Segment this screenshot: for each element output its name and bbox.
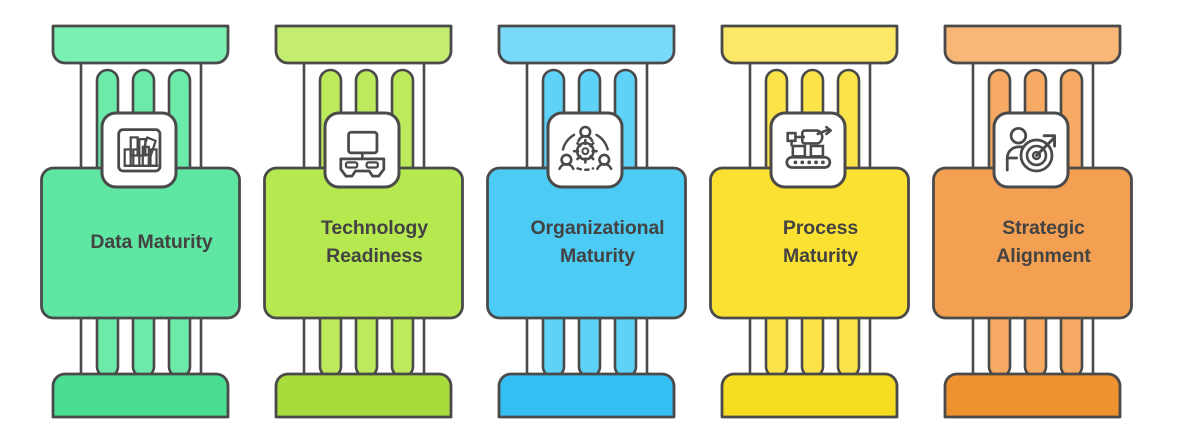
pillar-cap-top [943, 24, 1122, 65]
bookshelf-icon [117, 128, 162, 173]
bookshelf-icon-badge [100, 111, 178, 189]
pillar-cap-top [274, 24, 453, 65]
computer-desk-icon-badge [323, 111, 401, 189]
pillar-cap-top [51, 24, 230, 65]
pillar-cap-bottom [51, 372, 230, 419]
pillar-1[interactable]: Data Maturity [40, 0, 263, 437]
pillar-cap-bottom [497, 372, 676, 419]
pillar-bars-lower [318, 303, 415, 379]
target-person-icon-badge [992, 111, 1070, 189]
pillar-card [932, 166, 1133, 320]
pillar-4[interactable]: Process Maturity [709, 0, 932, 437]
robot-conveyor-icon-badge [769, 111, 847, 189]
pillar-cap-bottom [274, 372, 453, 419]
pillar-cap-top [720, 24, 899, 65]
pillar-2[interactable]: Technology Readiness [263, 0, 486, 437]
pillar-card [709, 166, 910, 320]
pillar-5[interactable]: Strategic Alignment [932, 0, 1155, 437]
target-person-icon [1005, 127, 1057, 173]
pillar-cap-top [497, 24, 676, 65]
robot-conveyor-icon [785, 125, 832, 169]
pillar-card [486, 166, 687, 320]
team-gear-icon-badge [546, 111, 624, 189]
team-gear-icon [558, 125, 613, 171]
pillar-bars-lower [764, 303, 861, 379]
pillar-card [40, 166, 241, 320]
computer-desk-icon [339, 130, 386, 178]
pillar-bars-lower [987, 303, 1084, 379]
pillar-cap-bottom [943, 372, 1122, 419]
pillar-card [263, 166, 464, 320]
pillar-cap-bottom [720, 372, 899, 419]
pillar-3[interactable]: Organizational Maturity [486, 0, 709, 437]
